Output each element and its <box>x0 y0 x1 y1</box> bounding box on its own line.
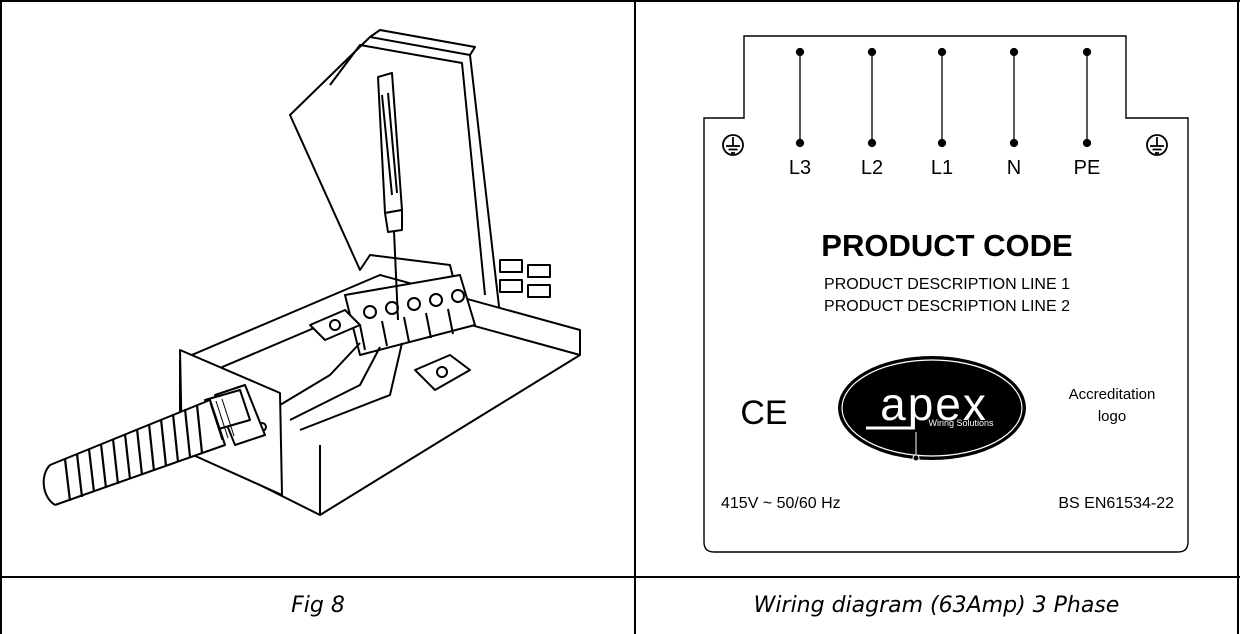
standard-reference: BS EN61534-22 <box>1058 495 1174 512</box>
product-description-line-1: PRODUCT DESCRIPTION LINE 1 <box>824 276 1070 293</box>
earth-icon <box>1146 134 1168 156</box>
accreditation-logo-line-2: logo <box>1098 408 1126 425</box>
flexible-conduit <box>42 399 226 506</box>
terminal-block <box>344 274 476 356</box>
table-border-top <box>0 0 1240 2</box>
ce-mark: CE <box>740 394 787 432</box>
terminal-label-l3: L3 <box>789 157 811 179</box>
terminal-label-pe: PE <box>1074 157 1101 179</box>
voltage-rating: 415V ~ 50/60 Hz <box>721 495 841 512</box>
table-border-left <box>0 0 2 634</box>
table-border-row <box>0 576 1240 578</box>
wiring-label: L3 L2 L1 N PE PRODUCT CODE PRODUCT DESCR… <box>703 35 1189 553</box>
screwdriver <box>377 72 403 321</box>
terminal-label-l2: L2 <box>861 157 883 179</box>
svg-text:apex: apex <box>880 378 988 430</box>
earth-icon <box>722 134 744 156</box>
accreditation-logo-line-1: Accreditation <box>1069 386 1156 403</box>
enclosure-illustration <box>42 29 581 516</box>
table-border-right <box>1237 0 1239 634</box>
wiring-diagram-caption: Wiring diagram (63Amp) 3 Phase <box>753 592 1120 618</box>
product-description-line-2: PRODUCT DESCRIPTION LINE 2 <box>824 298 1070 315</box>
label-outline <box>703 35 1189 553</box>
table-border-middle <box>634 0 636 634</box>
figure-caption: Fig 8 <box>291 592 345 618</box>
terminal-label-n: N <box>1007 157 1021 179</box>
svg-text:Wiring Solutions: Wiring Solutions <box>928 418 994 428</box>
apex-logo: apex Wiring Solutions <box>838 356 1026 462</box>
terminal-label-l1: L1 <box>931 157 953 179</box>
product-code: PRODUCT CODE <box>821 228 1072 263</box>
